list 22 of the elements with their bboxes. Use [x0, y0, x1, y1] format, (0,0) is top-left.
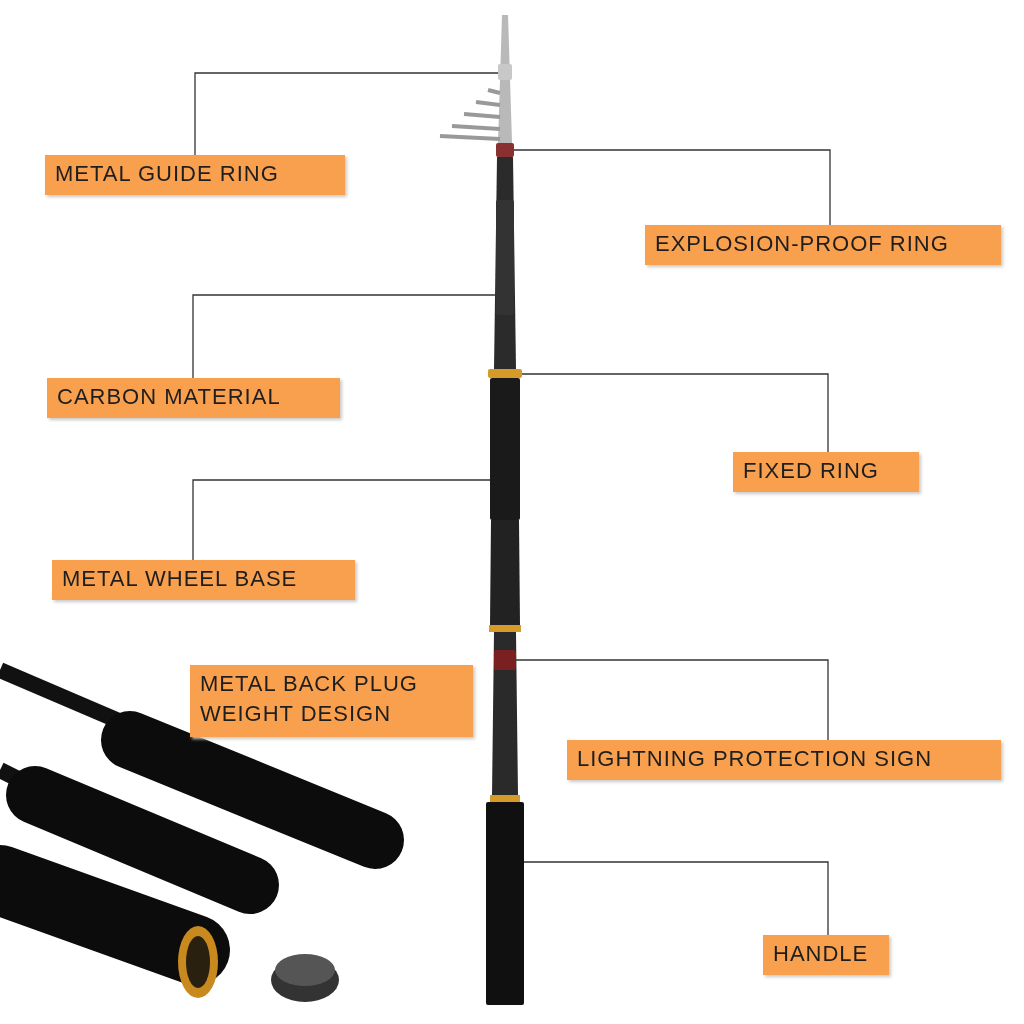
leader-line [515, 659, 829, 741]
leader-line [192, 479, 491, 561]
callout-label: EXPLOSION-PROOF RING [645, 225, 1001, 265]
rod-ring [496, 143, 514, 157]
callout-label: METAL GUIDE RING [45, 155, 345, 195]
carbon-section [496, 200, 514, 315]
leader-line [192, 294, 497, 379]
callout-label: HANDLE [763, 935, 889, 975]
callout-label: CARBON MATERIAL [47, 378, 340, 418]
guide-ring [498, 64, 512, 80]
leader-line [194, 72, 499, 156]
handle-grip [486, 802, 524, 1005]
leader-line [513, 149, 831, 226]
callout-label: METAL BACK PLUG WEIGHT DESIGN [190, 665, 473, 737]
callout-label: METAL WHEEL BASE [52, 560, 355, 600]
leader-line [521, 373, 829, 453]
callout-label: FIXED RING [733, 452, 919, 492]
fixed-ring [488, 369, 522, 378]
sign-mark [494, 650, 516, 670]
reel-seat [490, 378, 520, 520]
leader-line [523, 861, 829, 936]
callout-label: LIGHTNING PROTECTION SIGN [567, 740, 1001, 780]
